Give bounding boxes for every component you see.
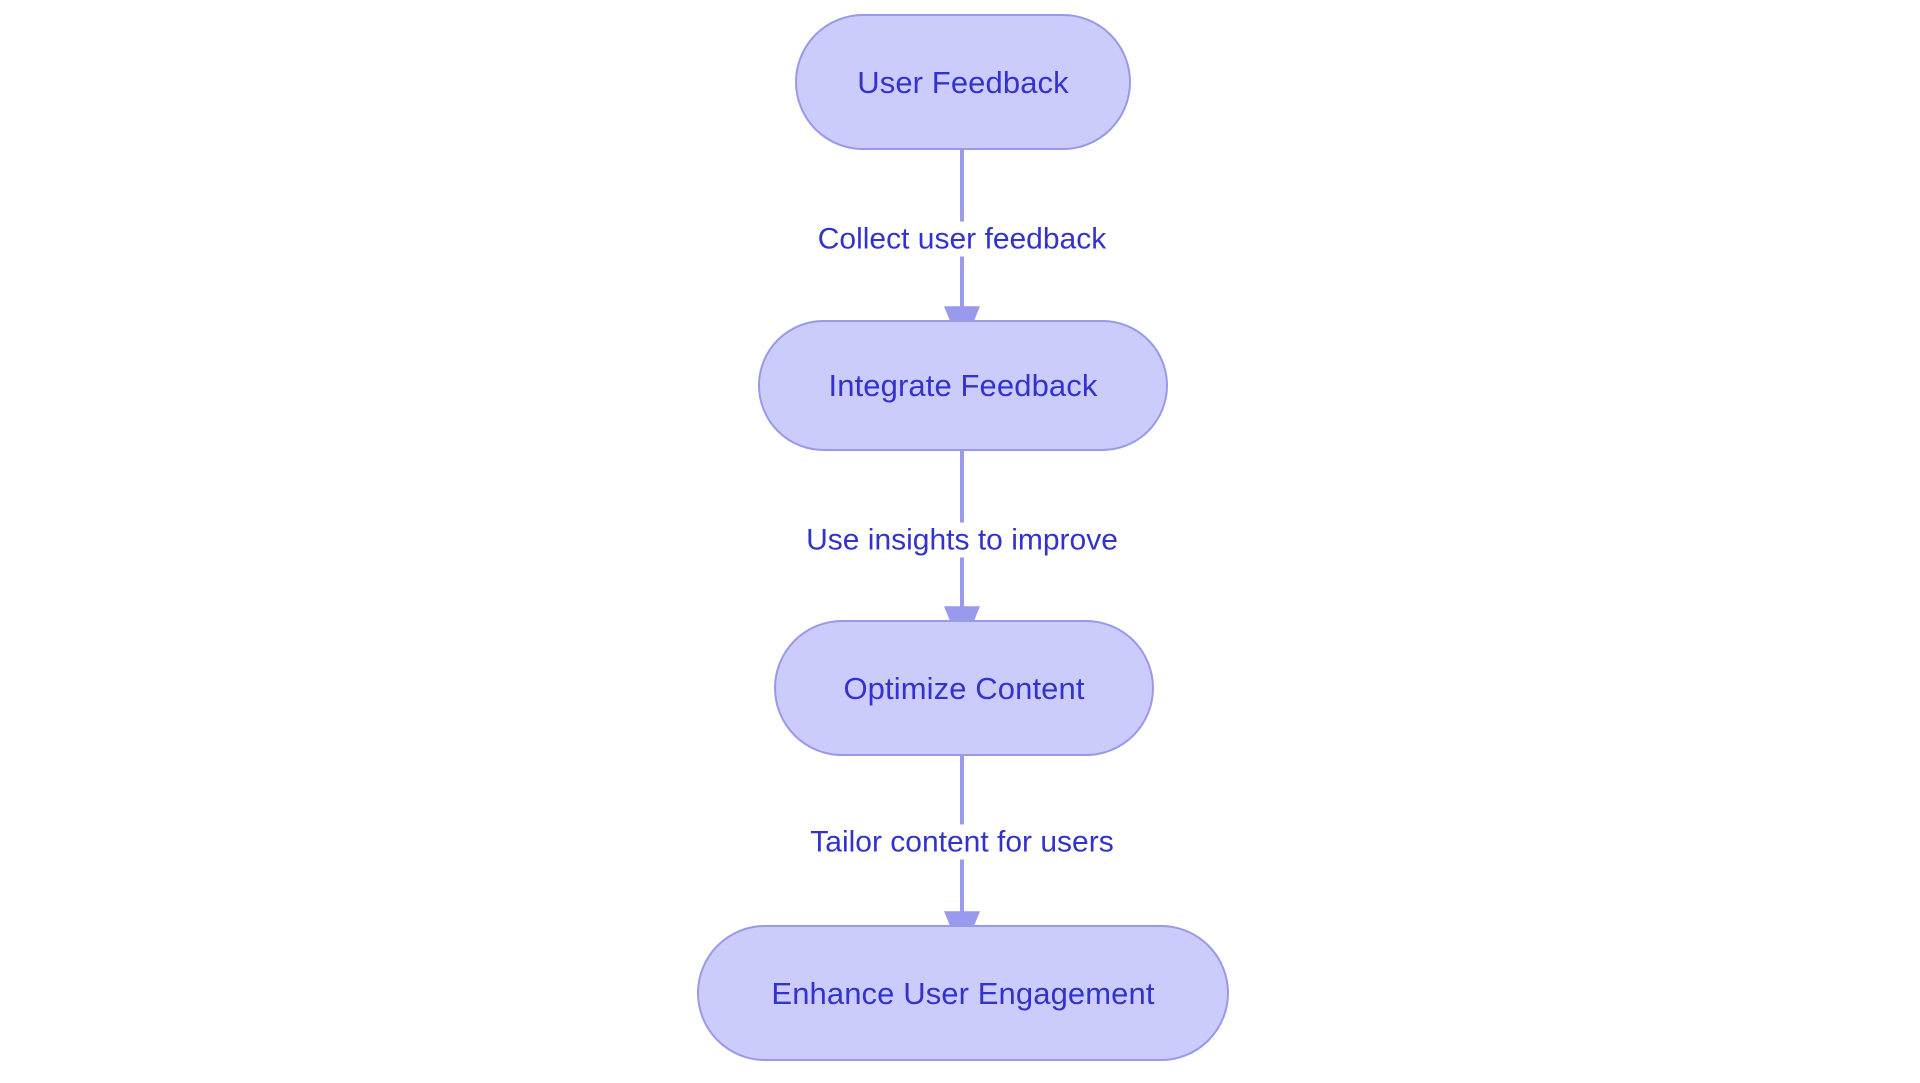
flowchart-node-enhance-user-engagement[interactable]: Enhance User Engagement [697,925,1229,1061]
edge-label-collect-user-feedback: Collect user feedback [811,221,1113,257]
node-label: Optimize Content [843,670,1085,706]
flowchart-node-integrate-feedback[interactable]: Integrate Feedback [758,320,1168,451]
edge-label-tailor-content-for-users: Tailor content for users [804,824,1120,860]
node-label: Enhance User Engagement [771,975,1155,1011]
flowchart-node-user-feedback[interactable]: User Feedback [795,14,1131,150]
node-label: User Feedback [857,64,1069,100]
node-label: Integrate Feedback [828,368,1098,403]
flowchart-node-optimize-content[interactable]: Optimize Content [774,620,1154,756]
edge-label-use-insights-to-improve: Use insights to improve [800,522,1124,558]
